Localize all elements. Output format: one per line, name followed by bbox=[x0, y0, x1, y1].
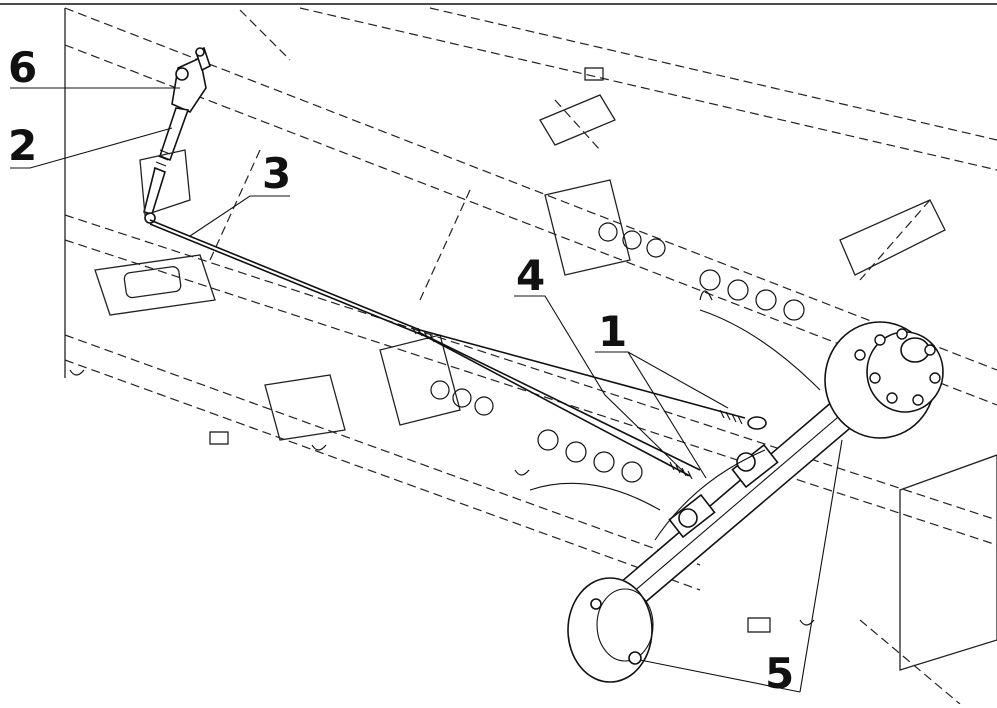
crossmember-4 bbox=[209, 149, 261, 261]
mounting-plate-left bbox=[94, 254, 216, 316]
wheel-studs-right bbox=[854, 328, 941, 406]
drum-backplate-left bbox=[596, 588, 654, 662]
cable-splitter-coil bbox=[411, 325, 435, 343]
bracket-plate-mid bbox=[264, 374, 346, 441]
lever-mount-plate bbox=[139, 149, 191, 216]
leaf-spring-left bbox=[654, 449, 766, 541]
leader-2 bbox=[10, 127, 173, 169]
drum-bolt-upper bbox=[590, 598, 602, 610]
callout-6: 6 bbox=[8, 43, 37, 92]
leader-3 bbox=[189, 195, 290, 237]
callout-leaders bbox=[10, 87, 843, 693]
lever-knob bbox=[195, 47, 205, 57]
lever-rod bbox=[143, 166, 166, 215]
leader-5b bbox=[639, 659, 801, 693]
brake-lever-pivot-left bbox=[678, 508, 698, 528]
crossmember-1 bbox=[239, 9, 291, 61]
brake-lever-pivot-right bbox=[736, 452, 756, 472]
rear-frame-rail bbox=[859, 619, 961, 705]
frame-lower-rail-2 bbox=[64, 359, 701, 591]
crossmember-3 bbox=[419, 189, 471, 301]
side-plate-upper bbox=[544, 179, 631, 276]
plate-slot bbox=[123, 266, 182, 299]
adjuster-thread bbox=[153, 149, 171, 173]
axle-assembly bbox=[529, 309, 944, 683]
leader-4 bbox=[514, 295, 689, 477]
handbrake-lever bbox=[139, 46, 211, 224]
frame-top-rail bbox=[299, 7, 997, 171]
leader-1b bbox=[627, 351, 729, 409]
callout-2: 2 bbox=[8, 121, 37, 170]
frame-holes bbox=[430, 222, 805, 483]
drum-bolt-left bbox=[628, 651, 642, 665]
cable-eye-right bbox=[747, 416, 767, 430]
cable-end-coil-right bbox=[719, 409, 743, 425]
rear-frame-plate bbox=[899, 454, 997, 671]
frame-rail-1 bbox=[64, 7, 997, 371]
split-cable-lower bbox=[417, 331, 701, 471]
brake-cables bbox=[149, 219, 767, 480]
frame-lower-rail-1 bbox=[64, 334, 701, 566]
callout-3: 3 bbox=[262, 149, 291, 198]
cable-end-coil-left bbox=[669, 461, 693, 480]
crossmember-5 bbox=[859, 199, 931, 281]
lever-arm bbox=[159, 107, 190, 162]
crossmember-2 bbox=[554, 99, 601, 151]
callout-4: 4 bbox=[516, 251, 545, 300]
callout-1: 1 bbox=[598, 307, 627, 356]
callout-5: 5 bbox=[765, 649, 794, 698]
side-plate-lower bbox=[379, 334, 461, 426]
leader-1a bbox=[595, 351, 707, 479]
axle-beam-centerline bbox=[610, 405, 852, 612]
frame-clips bbox=[69, 67, 815, 633]
spring-hanger-right bbox=[699, 309, 821, 391]
lever-pivot-bolt bbox=[175, 67, 189, 81]
bracket-plate-top bbox=[539, 94, 616, 146]
spring-hanger-left bbox=[529, 482, 661, 511]
bracket-plate-right bbox=[839, 199, 946, 276]
frame-top-rail-2 bbox=[429, 7, 997, 141]
leader-5a bbox=[799, 439, 843, 693]
frame-side-rail-1 bbox=[64, 214, 997, 521]
main-cable bbox=[149, 219, 746, 419]
